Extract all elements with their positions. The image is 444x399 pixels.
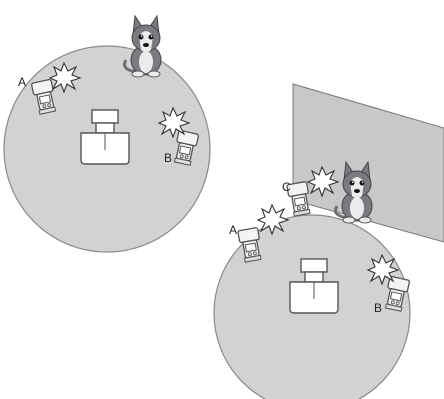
flash-label-b: B [374, 301, 382, 315]
flash-label-a: A [18, 75, 26, 89]
flash-label-c: C [282, 180, 291, 194]
setup-one: A B [3, 14, 211, 253]
flash-label-b: B [164, 151, 172, 165]
flash-label-a: A [229, 223, 237, 237]
setup-two: C A B [213, 83, 444, 399]
